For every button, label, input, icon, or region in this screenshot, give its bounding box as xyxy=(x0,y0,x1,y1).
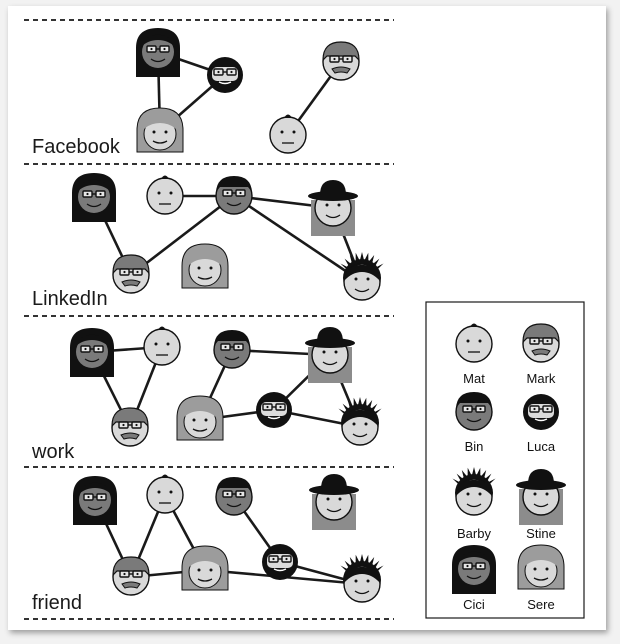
legend-label-luca: Luca xyxy=(527,439,556,454)
legend-label-stine: Stine xyxy=(526,526,556,541)
layer-work xyxy=(70,326,382,447)
layer-facebook xyxy=(136,28,360,154)
legend-avatar-cici xyxy=(452,545,496,594)
node-linkedin-bin xyxy=(215,176,253,215)
legend-avatar-stine xyxy=(516,469,566,525)
node-facebook-mat xyxy=(269,114,307,154)
node-work-sere xyxy=(176,395,224,441)
legend-avatar-sere xyxy=(517,544,565,590)
node-linkedin-barby xyxy=(340,252,384,301)
node-linkedin-mat xyxy=(146,175,184,215)
layer-label-linkedin: LinkedIn xyxy=(32,288,108,310)
layer-label-work: work xyxy=(31,441,75,463)
edge-linkedin-bin-barby xyxy=(233,194,363,284)
layer-label-friend: friend xyxy=(32,592,82,614)
node-friend-bin xyxy=(215,477,253,516)
node-work-barby xyxy=(338,397,382,446)
legend-label-barby: Barby xyxy=(457,526,491,541)
edge-linkedin-mark-bin xyxy=(130,194,235,277)
node-work-stine xyxy=(305,327,355,383)
node-friend-barby xyxy=(340,554,384,603)
legend-label-bin: Bin xyxy=(465,439,484,454)
legend-avatar-mat xyxy=(455,323,493,363)
node-linkedin-cici xyxy=(72,173,116,222)
node-linkedin-mark xyxy=(112,254,150,294)
legend-label-sere: Sere xyxy=(527,597,554,612)
node-work-mark xyxy=(111,407,149,447)
layer-linkedin xyxy=(72,173,384,301)
legend-avatar-bin xyxy=(455,392,493,431)
node-friend-mat xyxy=(146,474,184,514)
legend-label-mark: Mark xyxy=(527,371,556,386)
node-work-bin xyxy=(213,330,251,369)
layer-dividers xyxy=(24,19,394,620)
legend-label-mat: Mat xyxy=(463,371,485,386)
legend-avatar-barby xyxy=(452,467,496,516)
network-layers xyxy=(70,28,384,603)
node-linkedin-sere xyxy=(181,243,229,289)
node-facebook-cici xyxy=(136,28,180,77)
node-work-cici xyxy=(70,328,114,377)
node-facebook-sere xyxy=(136,107,184,153)
legend-avatar-luca xyxy=(523,394,559,430)
node-friend-luca xyxy=(262,544,298,580)
node-linkedin-stine xyxy=(308,180,358,236)
node-work-luca xyxy=(256,392,292,428)
legend-label-cici: Cici xyxy=(463,597,485,612)
node-friend-stine xyxy=(309,474,359,530)
node-work-mat xyxy=(143,326,181,366)
node-friend-mark xyxy=(112,556,150,596)
legend xyxy=(452,323,566,594)
node-friend-cici xyxy=(73,476,117,525)
layer-friend xyxy=(73,474,384,603)
layer-label-facebook: Facebook xyxy=(32,136,121,158)
legend-avatar-mark xyxy=(522,323,560,363)
node-facebook-luca xyxy=(207,57,243,93)
node-friend-sere xyxy=(181,545,229,591)
node-facebook-mark xyxy=(322,41,360,81)
